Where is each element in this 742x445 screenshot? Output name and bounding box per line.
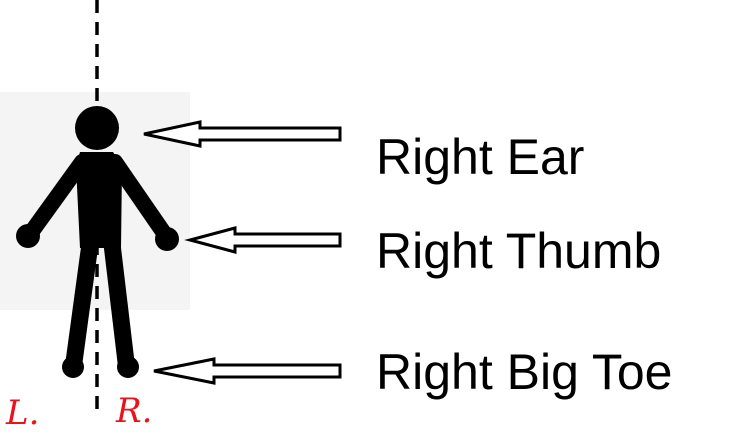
arrow-to-big-toe bbox=[153, 357, 342, 385]
figure-left-arm bbox=[22, 154, 90, 242]
label-right-thumb: Right Thumb bbox=[376, 223, 662, 279]
figure-right-leg bbox=[103, 235, 135, 371]
label-right-big-toe: Right Big Toe bbox=[376, 344, 673, 400]
handwritten-left-mark: L. bbox=[6, 393, 40, 433]
label-right-ear: Right Ear bbox=[376, 129, 585, 185]
arrow-to-thumb bbox=[184, 226, 342, 254]
figure-right-arm bbox=[107, 154, 174, 244]
figure-left-hand bbox=[16, 224, 40, 248]
figure-torso bbox=[76, 152, 122, 248]
figure-head bbox=[75, 106, 119, 150]
figure-left-foot bbox=[62, 356, 84, 378]
arrow-to-ear bbox=[143, 120, 342, 148]
figure-left-leg bbox=[65, 235, 99, 371]
handwritten-right-mark: R. bbox=[116, 391, 153, 431]
figure-right-hand bbox=[155, 227, 179, 251]
stick-figure bbox=[16, 106, 179, 378]
figure-right-foot bbox=[117, 356, 139, 378]
